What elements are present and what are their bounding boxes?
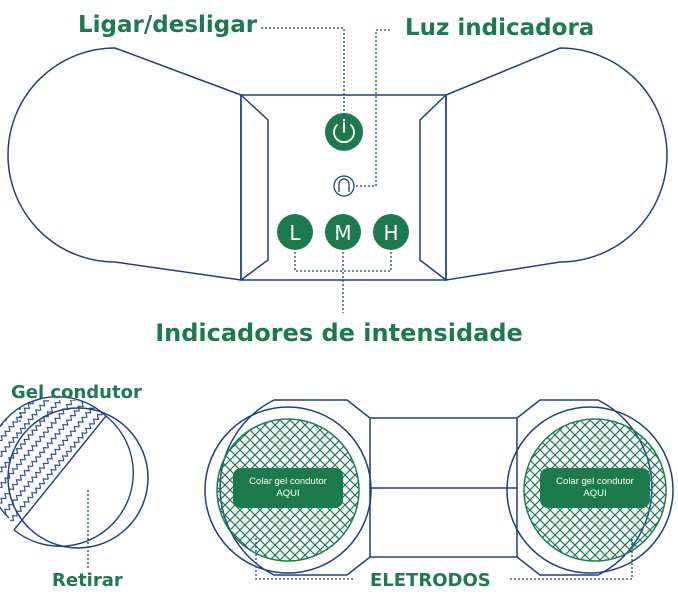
- power-callout: [261, 27, 345, 122]
- svg-text:M: M: [334, 221, 351, 245]
- svg-text:L: L: [289, 221, 301, 245]
- remove-label: Retirar: [52, 570, 123, 591]
- light-callout: [356, 29, 390, 187]
- electrode-callout-left: [255, 538, 355, 580]
- left-wing: [7, 47, 242, 281]
- right-wing: [445, 47, 668, 281]
- gel-area-left: [233, 468, 343, 508]
- electrode-callout-right: [510, 538, 633, 580]
- gel-diagram: [0, 395, 149, 549]
- callout-lines: [261, 27, 392, 313]
- intensity-callout: [294, 252, 392, 313]
- indicator-light-label: Luz indicadora: [405, 15, 595, 41]
- electrode-pad-right: [523, 418, 667, 562]
- power-button[interactable]: [325, 113, 363, 151]
- svg-text:H: H: [383, 221, 398, 245]
- gel-instruction-left: Colar gel condutor AQUI: [249, 476, 327, 499]
- right-bevel: [419, 94, 447, 281]
- intensity-button-medium[interactable]: M: [325, 214, 361, 250]
- intensity-button-low[interactable]: L: [277, 214, 313, 250]
- gel-label: Gel condutor: [11, 382, 142, 403]
- gel-instruction-right: Colar gel condutor AQUI: [556, 476, 634, 499]
- intensity-label: Indicadores de intensidade: [155, 319, 523, 347]
- power-label: Ligar/desligar: [78, 12, 258, 38]
- electrodes-label: ELETRODOS: [370, 570, 491, 591]
- intensity-button-high[interactable]: H: [373, 214, 409, 250]
- left-bevel: [240, 94, 269, 281]
- electrode-pad-left: [216, 418, 360, 562]
- indicator-light-icon: [333, 175, 355, 197]
- gel-area-right: [540, 468, 650, 508]
